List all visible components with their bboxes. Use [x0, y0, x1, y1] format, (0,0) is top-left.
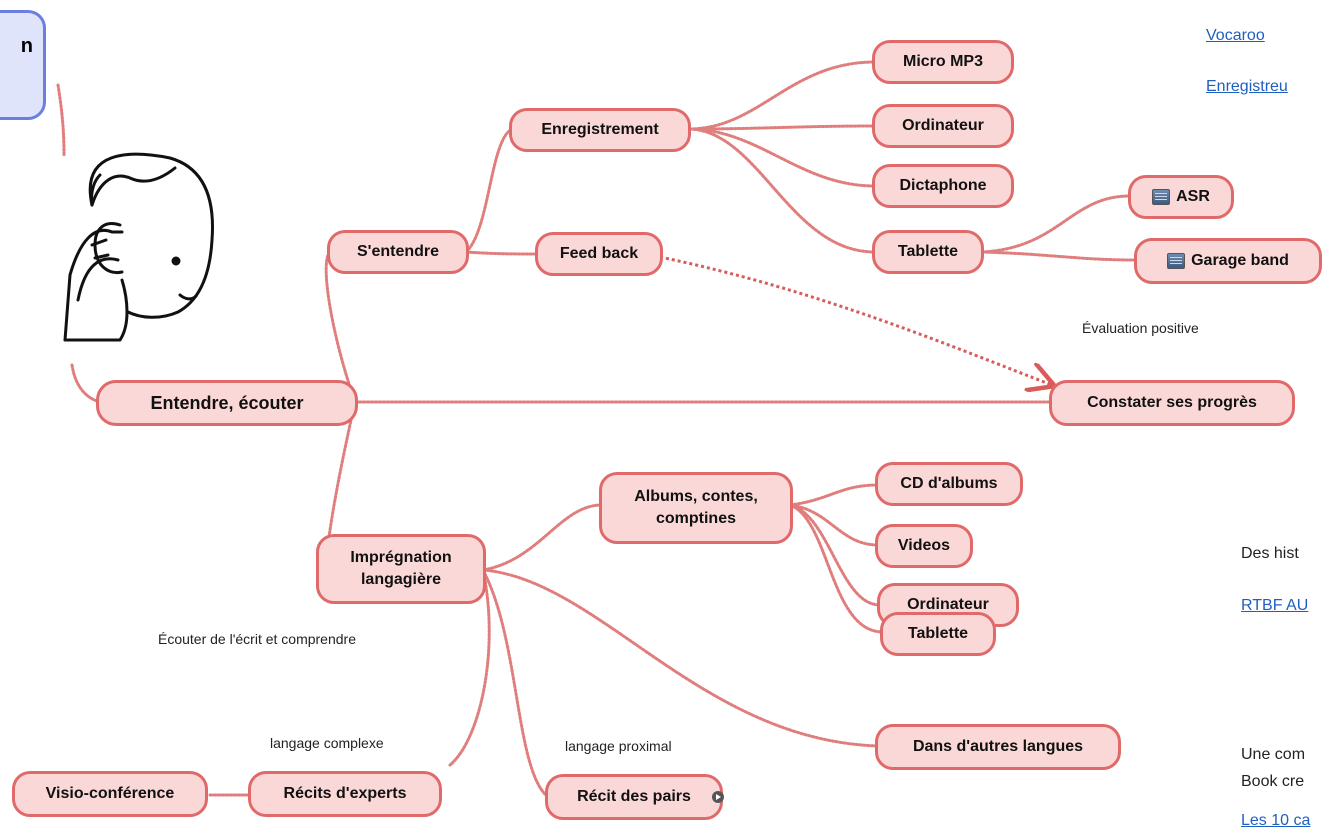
node-micro-mp3[interactable]: Micro MP3	[872, 40, 1014, 84]
app-icon	[1152, 189, 1171, 205]
connector-imp-pairs	[481, 568, 550, 799]
connector-imp-autres	[481, 568, 880, 748]
listening-child-icon	[63, 152, 214, 342]
node-cd-albums[interactable]: CD d'albums	[875, 462, 1023, 506]
node-garage-band[interactable]: Garage band	[1134, 238, 1322, 284]
connector-alb-tablette	[788, 503, 885, 634]
node-asr[interactable]: ASR	[1128, 175, 1234, 219]
note-langage-complexe: langage complexe	[270, 735, 384, 751]
node-label: Feed back	[559, 245, 639, 262]
node-label: ASR	[1176, 188, 1210, 205]
node-label: S'entendre	[356, 243, 440, 260]
note-ecouter-ecrit: Écouter de l'écrit et comprendre	[158, 631, 356, 647]
node-feedback[interactable]: Feed back	[535, 232, 663, 276]
link-les-10[interactable]: Les 10 ca	[1241, 812, 1311, 829]
node-tablette-2[interactable]: Tablette	[880, 612, 996, 656]
connector-corner	[56, 83, 66, 157]
connector-enr-ordinateur	[688, 124, 877, 131]
connector-enr-tablette	[688, 127, 877, 254]
node-label: Dictaphone	[899, 177, 987, 194]
node-tablette-1[interactable]: Tablette	[872, 230, 984, 274]
connector-tab-asr	[980, 194, 1132, 254]
node-label: Récits d'experts	[283, 785, 407, 802]
node-label: Micro MP3	[902, 53, 983, 70]
node-dictaphone[interactable]: Dictaphone	[872, 164, 1014, 208]
connector-imp-experts	[448, 568, 491, 767]
corner-node[interactable]: n	[0, 10, 46, 120]
node-constater-progres[interactable]: Constater ses progrès	[1049, 380, 1295, 426]
node-label: Albums, contes, comptines	[634, 488, 758, 527]
node-label: Entendre, écouter	[150, 393, 304, 413]
node-entendre-ecouter[interactable]: Entendre, écouter	[96, 380, 358, 426]
text-une: Une com	[1241, 746, 1306, 763]
node-label: Videos	[897, 537, 951, 554]
connector-alb-cd	[788, 483, 880, 507]
link-rtbf[interactable]: RTBF AU	[1241, 597, 1309, 614]
node-label: Tablette	[897, 243, 959, 260]
corner-node-label: n	[20, 35, 33, 57]
text-histoires: Des hist	[1241, 545, 1299, 562]
connector-tab-garage	[980, 250, 1137, 262]
app-icon	[1167, 253, 1186, 269]
node-label: Dans d'autres langues	[912, 738, 1084, 755]
node-label: Enregistrement	[541, 121, 659, 138]
connector-imp-albums	[481, 503, 604, 572]
connector-enr-dictaphone	[688, 127, 877, 188]
feedback-arrow	[659, 255, 1052, 385]
node-label: Constater ses progrès	[1087, 394, 1257, 411]
node-ordinateur-1[interactable]: Ordinateur	[872, 104, 1014, 148]
connector-alb-ordinateur	[788, 503, 882, 607]
connector-sentendre-feedback	[464, 250, 540, 256]
text-book: Book cre	[1241, 773, 1305, 790]
link-vocaroo[interactable]: Vocaroo	[1206, 27, 1265, 44]
note-evaluation-positive: Évaluation positive	[1082, 320, 1199, 336]
node-impregnation[interactable]: Imprégnation langagière	[316, 534, 486, 604]
node-enregistrement[interactable]: Enregistrement	[509, 108, 691, 152]
node-label: CD d'albums	[900, 475, 998, 492]
node-autres-langues[interactable]: Dans d'autres langues	[875, 724, 1121, 770]
node-label: Garage band	[1191, 252, 1289, 269]
play-icon[interactable]	[712, 791, 724, 803]
node-label: Visio-conférence	[45, 785, 175, 802]
note-langage-proximal: langage proximal	[565, 738, 672, 754]
node-visio-conference[interactable]: Visio-conférence	[12, 771, 208, 817]
node-videos[interactable]: Videos	[875, 524, 973, 568]
node-albums-contes-comptines[interactable]: Albums, contes, comptines	[599, 472, 793, 544]
node-label: Ordinateur	[907, 596, 989, 613]
connector-alb-videos	[788, 503, 880, 547]
node-label: Récit des pairs	[577, 788, 691, 805]
node-label: Tablette	[907, 625, 969, 642]
connector-sentendre-enregistrement	[464, 127, 514, 254]
link-enregistreur[interactable]: Enregistreu	[1206, 78, 1288, 95]
connector-enr-micro	[688, 60, 877, 131]
node-recit-pairs[interactable]: Récit des pairs	[545, 774, 723, 820]
node-label: Ordinateur	[902, 117, 984, 134]
node-label: Imprégnation langagière	[350, 549, 452, 588]
node-sentendre[interactable]: S'entendre	[327, 230, 469, 274]
node-recits-experts[interactable]: Récits d'experts	[248, 771, 442, 817]
